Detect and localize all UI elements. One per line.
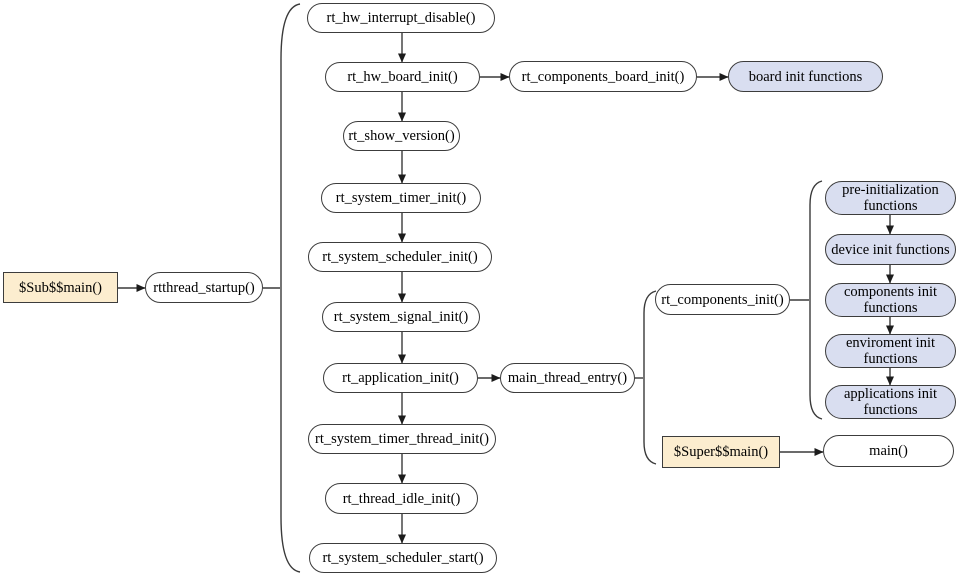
node-rt-system-scheduler-start: rt_system_scheduler_start(): [309, 543, 497, 573]
node-rt-system-scheduler-init: rt_system_scheduler_init(): [308, 242, 492, 272]
node-rt-system-timer-thread-init: rt_system_timer_thread_init(): [308, 424, 496, 454]
node-components-init-functions: components init functions: [825, 283, 956, 317]
node-applications-init-functions: applications init functions: [825, 385, 956, 419]
node-main: main(): [823, 435, 954, 467]
node-board-init-functions: board init functions: [728, 61, 883, 92]
node-rtthread-startup: rtthread_startup(): [145, 272, 263, 303]
node-sub-main: $Sub$$main(): [3, 272, 118, 303]
brace-components-group: [809, 180, 823, 420]
node-device-init-functions: device init functions: [825, 234, 956, 265]
brace-startup-group: [280, 3, 301, 573]
node-rt-hw-interrupt-disable: rt_hw_interrupt_disable(): [307, 3, 495, 33]
node-rt-thread-idle-init: rt_thread_idle_init(): [325, 483, 478, 514]
node-rt-system-signal-init: rt_system_signal_init(): [322, 302, 480, 332]
node-rt-system-timer-init: rt_system_timer_init(): [321, 183, 481, 213]
node-rt-hw-board-init: rt_hw_board_init(): [325, 62, 480, 92]
node-enviroment-init-functions: enviroment init functions: [825, 334, 956, 368]
node-main-thread-entry: main_thread_entry(): [500, 363, 635, 393]
node-rt-application-init: rt_application_init(): [323, 363, 478, 393]
brace-main-thread-group: [643, 290, 657, 465]
node-rt-components-board-init: rt_components_board_init(): [509, 61, 697, 92]
node-super-main: $Super$$main(): [662, 436, 780, 468]
node-pre-initialization-functions: pre-initialization functions: [825, 181, 956, 215]
node-rt-show-version: rt_show_version(): [343, 121, 460, 151]
node-rt-components-init: rt_components_init(): [655, 284, 790, 315]
